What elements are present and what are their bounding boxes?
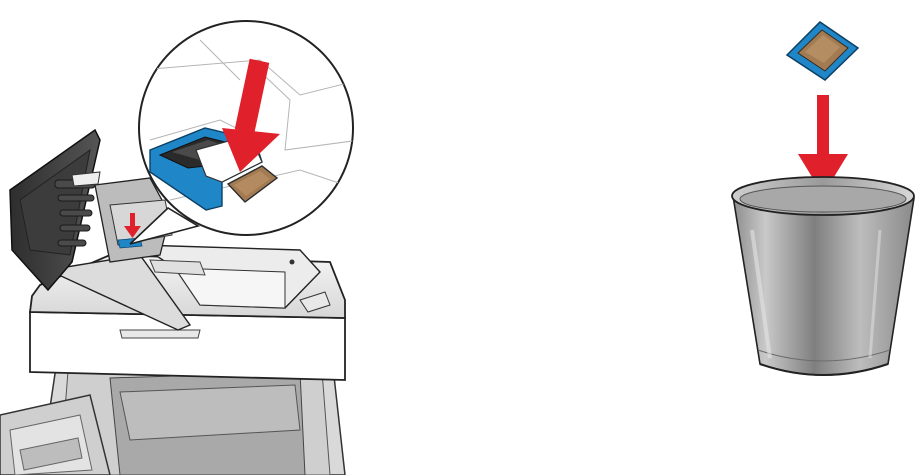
indicator-dot <box>290 260 295 265</box>
magnifier-callout <box>139 21 360 235</box>
trash-can-icon <box>732 177 914 375</box>
separator-pad-part <box>787 22 858 80</box>
